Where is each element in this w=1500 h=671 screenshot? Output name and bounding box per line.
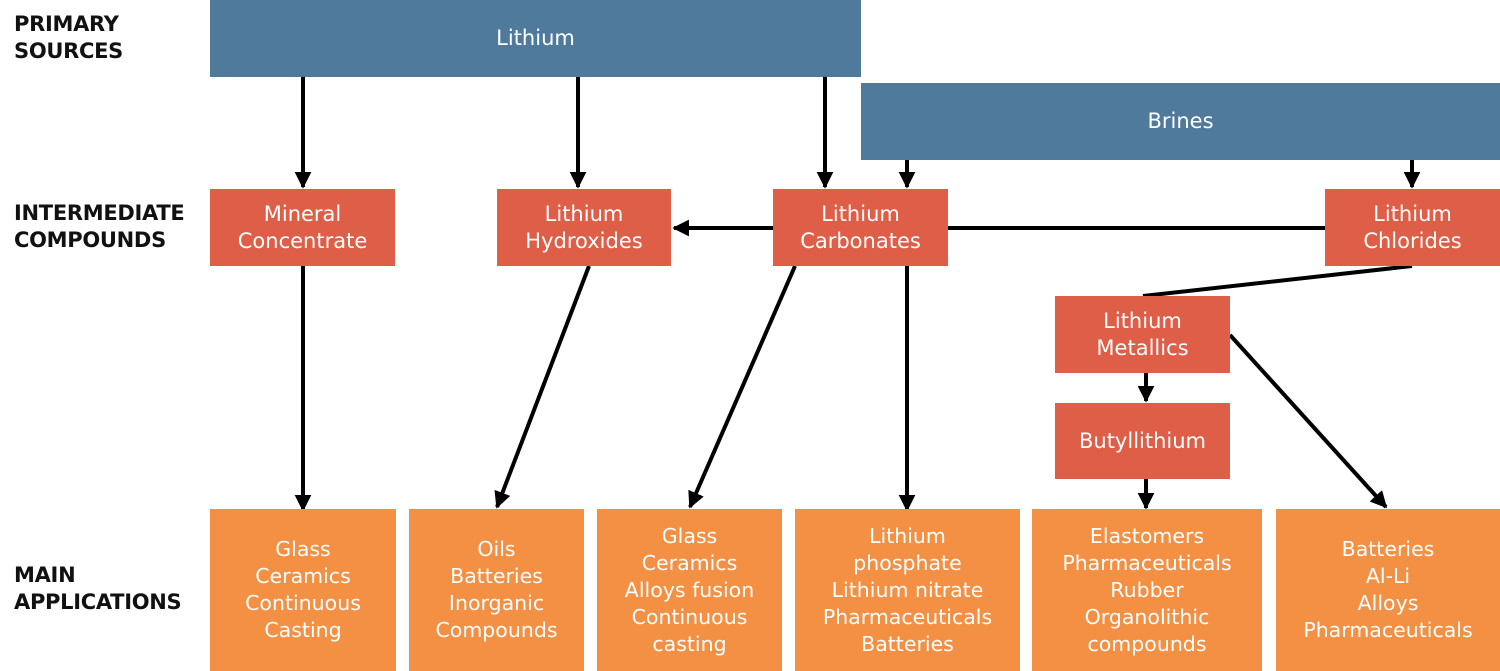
application-line: casting <box>652 631 727 656</box>
box-label-line: Concentrate <box>237 228 368 253</box>
application-line: Oils <box>477 537 516 561</box>
application-line: Casting <box>264 618 342 642</box>
application-box-2: Oils Batteries Inorganic Compounds <box>409 509 584 671</box>
box-label-line: Lithium <box>1373 201 1452 226</box>
application-line: Glass <box>661 523 718 548</box>
application-box-3: Glass Ceramics Alloys fusion Continuous … <box>597 509 782 671</box>
row-label-primary-sources: PRIMARY SOURCES <box>14 11 123 65</box>
application-line: Continuous <box>631 604 748 629</box>
application-line: Compounds <box>435 618 558 642</box>
application-line: Elastomers <box>1089 523 1205 548</box>
box-label-line: Lithium <box>821 201 900 226</box>
lithium-metallics-box: Lithium Metallics <box>1055 296 1230 373</box>
application-box-5: Elastomers Pharmaceuticals Rubber Organo… <box>1032 509 1262 671</box>
application-line: Pharmaceuticals <box>822 604 993 629</box>
application-line: Ceramics <box>255 564 351 588</box>
box-label-line: Carbonates <box>800 228 921 253</box>
box-label-line: Chlorides <box>1363 228 1462 253</box>
application-line: Batteries <box>861 631 954 656</box>
line-chlorides-to-metallics <box>1142 264 1413 298</box>
box-label-line: Metallics <box>1096 335 1189 360</box>
application-line: Inorganic <box>448 591 545 615</box>
application-line: Lithium <box>869 523 946 548</box>
application-line: Pharmaceuticals <box>1062 550 1232 575</box>
application-box-6: Batteries Al-Li Alloys Pharmaceuticals <box>1276 509 1500 671</box>
application-line: Batteries <box>450 564 543 588</box>
box-label-line: Lithium <box>544 201 624 226</box>
application-line: Organolithic <box>1084 604 1210 629</box>
application-line: Continuous <box>245 591 361 615</box>
application-line: Rubber <box>1110 577 1184 602</box>
mineral-concentrate-box: Mineral Concentrate <box>210 189 395 266</box>
box-label-line: Lithium <box>1103 308 1182 333</box>
source-lithium-box: Lithium <box>210 0 861 77</box>
lithium-chlorides-box: Lithium Chlorides <box>1325 189 1500 266</box>
application-line: Glass <box>275 537 331 561</box>
source-brines-label: Brines <box>1147 109 1214 133</box>
lithium-carbonates-box: Lithium Carbonates <box>773 189 948 266</box>
application-line: Batteries <box>1341 537 1435 561</box>
source-lithium-label: Lithium <box>496 26 575 50</box>
application-box-4: Lithium phosphate Lithium nitrate Pharma… <box>795 509 1020 671</box>
arrow-metallics-to-app6 <box>1228 333 1388 509</box>
application-line: Al-Li <box>1365 564 1411 588</box>
row-label-main-applications: MAIN APPLICATIONS <box>14 562 182 616</box>
application-line: compounds <box>1087 631 1207 656</box>
application-line: Pharmaceuticals <box>1303 618 1473 642</box>
box-label-line: Mineral <box>263 201 342 226</box>
arrow-hydroxides-to-app2 <box>494 265 591 509</box>
lithium-hydroxides-box: Lithium Hydroxides <box>497 189 671 266</box>
butyllithium-box: Butyllithium <box>1055 403 1230 479</box>
row-label-line: MAIN <box>14 563 76 587</box>
row-label-line: APPLICATIONS <box>14 590 182 614</box>
box-label-line: Butyllithium <box>1078 428 1207 453</box>
application-box-1: Glass Ceramics Continuous Casting <box>210 509 396 671</box>
application-line: Ceramics <box>641 550 738 575</box>
source-brines-box: Brines <box>861 83 1500 160</box>
arrow-carbonates-to-app3 <box>688 265 797 509</box>
application-line: phosphate <box>853 550 962 575</box>
row-label-line: INTERMEDIATE <box>14 201 185 225</box>
application-line: Alloys <box>1357 591 1419 615</box>
box-label-line: Hydroxides <box>525 228 643 253</box>
row-label-intermediate-compounds: INTERMEDIATE COMPOUNDS <box>14 200 185 254</box>
row-label-line: COMPOUNDS <box>14 228 166 252</box>
row-label-line: SOURCES <box>14 39 123 63</box>
application-line: Alloys fusion <box>624 577 755 602</box>
application-line: Lithium nitrate <box>831 577 984 602</box>
row-label-line: PRIMARY <box>14 12 119 36</box>
